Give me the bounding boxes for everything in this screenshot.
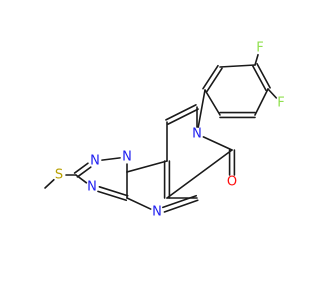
bond-b2-b3 [219,64,256,68]
bond-b1-b2-second [202,64,219,90]
bond-a2-a3 [202,136,233,151]
atom-f4-label: F [277,96,284,111]
bond-b3-f3 [254,53,259,66]
bond-a11-a12 [101,157,121,161]
structure-svg: N O N N N N S F F [44,41,285,220]
molecule-diagram: N O N N N N S F F [44,41,285,220]
atom-n4-label: N [152,205,162,220]
atom-n2-label: N [90,154,100,169]
bond-b4-f4 [267,88,278,99]
atom-n1-label: N [122,150,132,165]
bond-a8-a9-second [97,190,128,202]
bond-b1-b2 [206,67,223,93]
bond-b3-b4 [252,65,267,91]
bond-a14-a15 [167,108,199,125]
bond-a5-a7 [162,194,198,209]
bond-a8-a9 [98,186,129,197]
bond-a2-b1 [197,89,206,128]
atom-f3-label: F [256,41,263,56]
atom-o6-label: O [227,175,237,190]
bond-a10-a11 [76,166,92,178]
bond-a14-a15-second [165,104,197,121]
bond-a7-a8 [126,197,152,210]
bond-a10-a11-second [73,162,89,174]
bond-a5-a7-second [163,199,199,213]
atom-n7-label: N [192,127,202,142]
bond-a3-a6 [166,149,233,199]
atom-label-layer: N O N N N N S F F [55,41,285,220]
bond-b6-b1 [204,89,221,116]
bond-a13-a1 [126,160,168,173]
bond-a16-a17 [44,178,55,189]
bond-b3-b4-second [256,63,271,89]
bond-b4-b5 [254,88,269,116]
atom-n3-label: N [87,180,97,195]
atom-s1-label: S [55,168,63,183]
bond-layer [44,53,278,213]
